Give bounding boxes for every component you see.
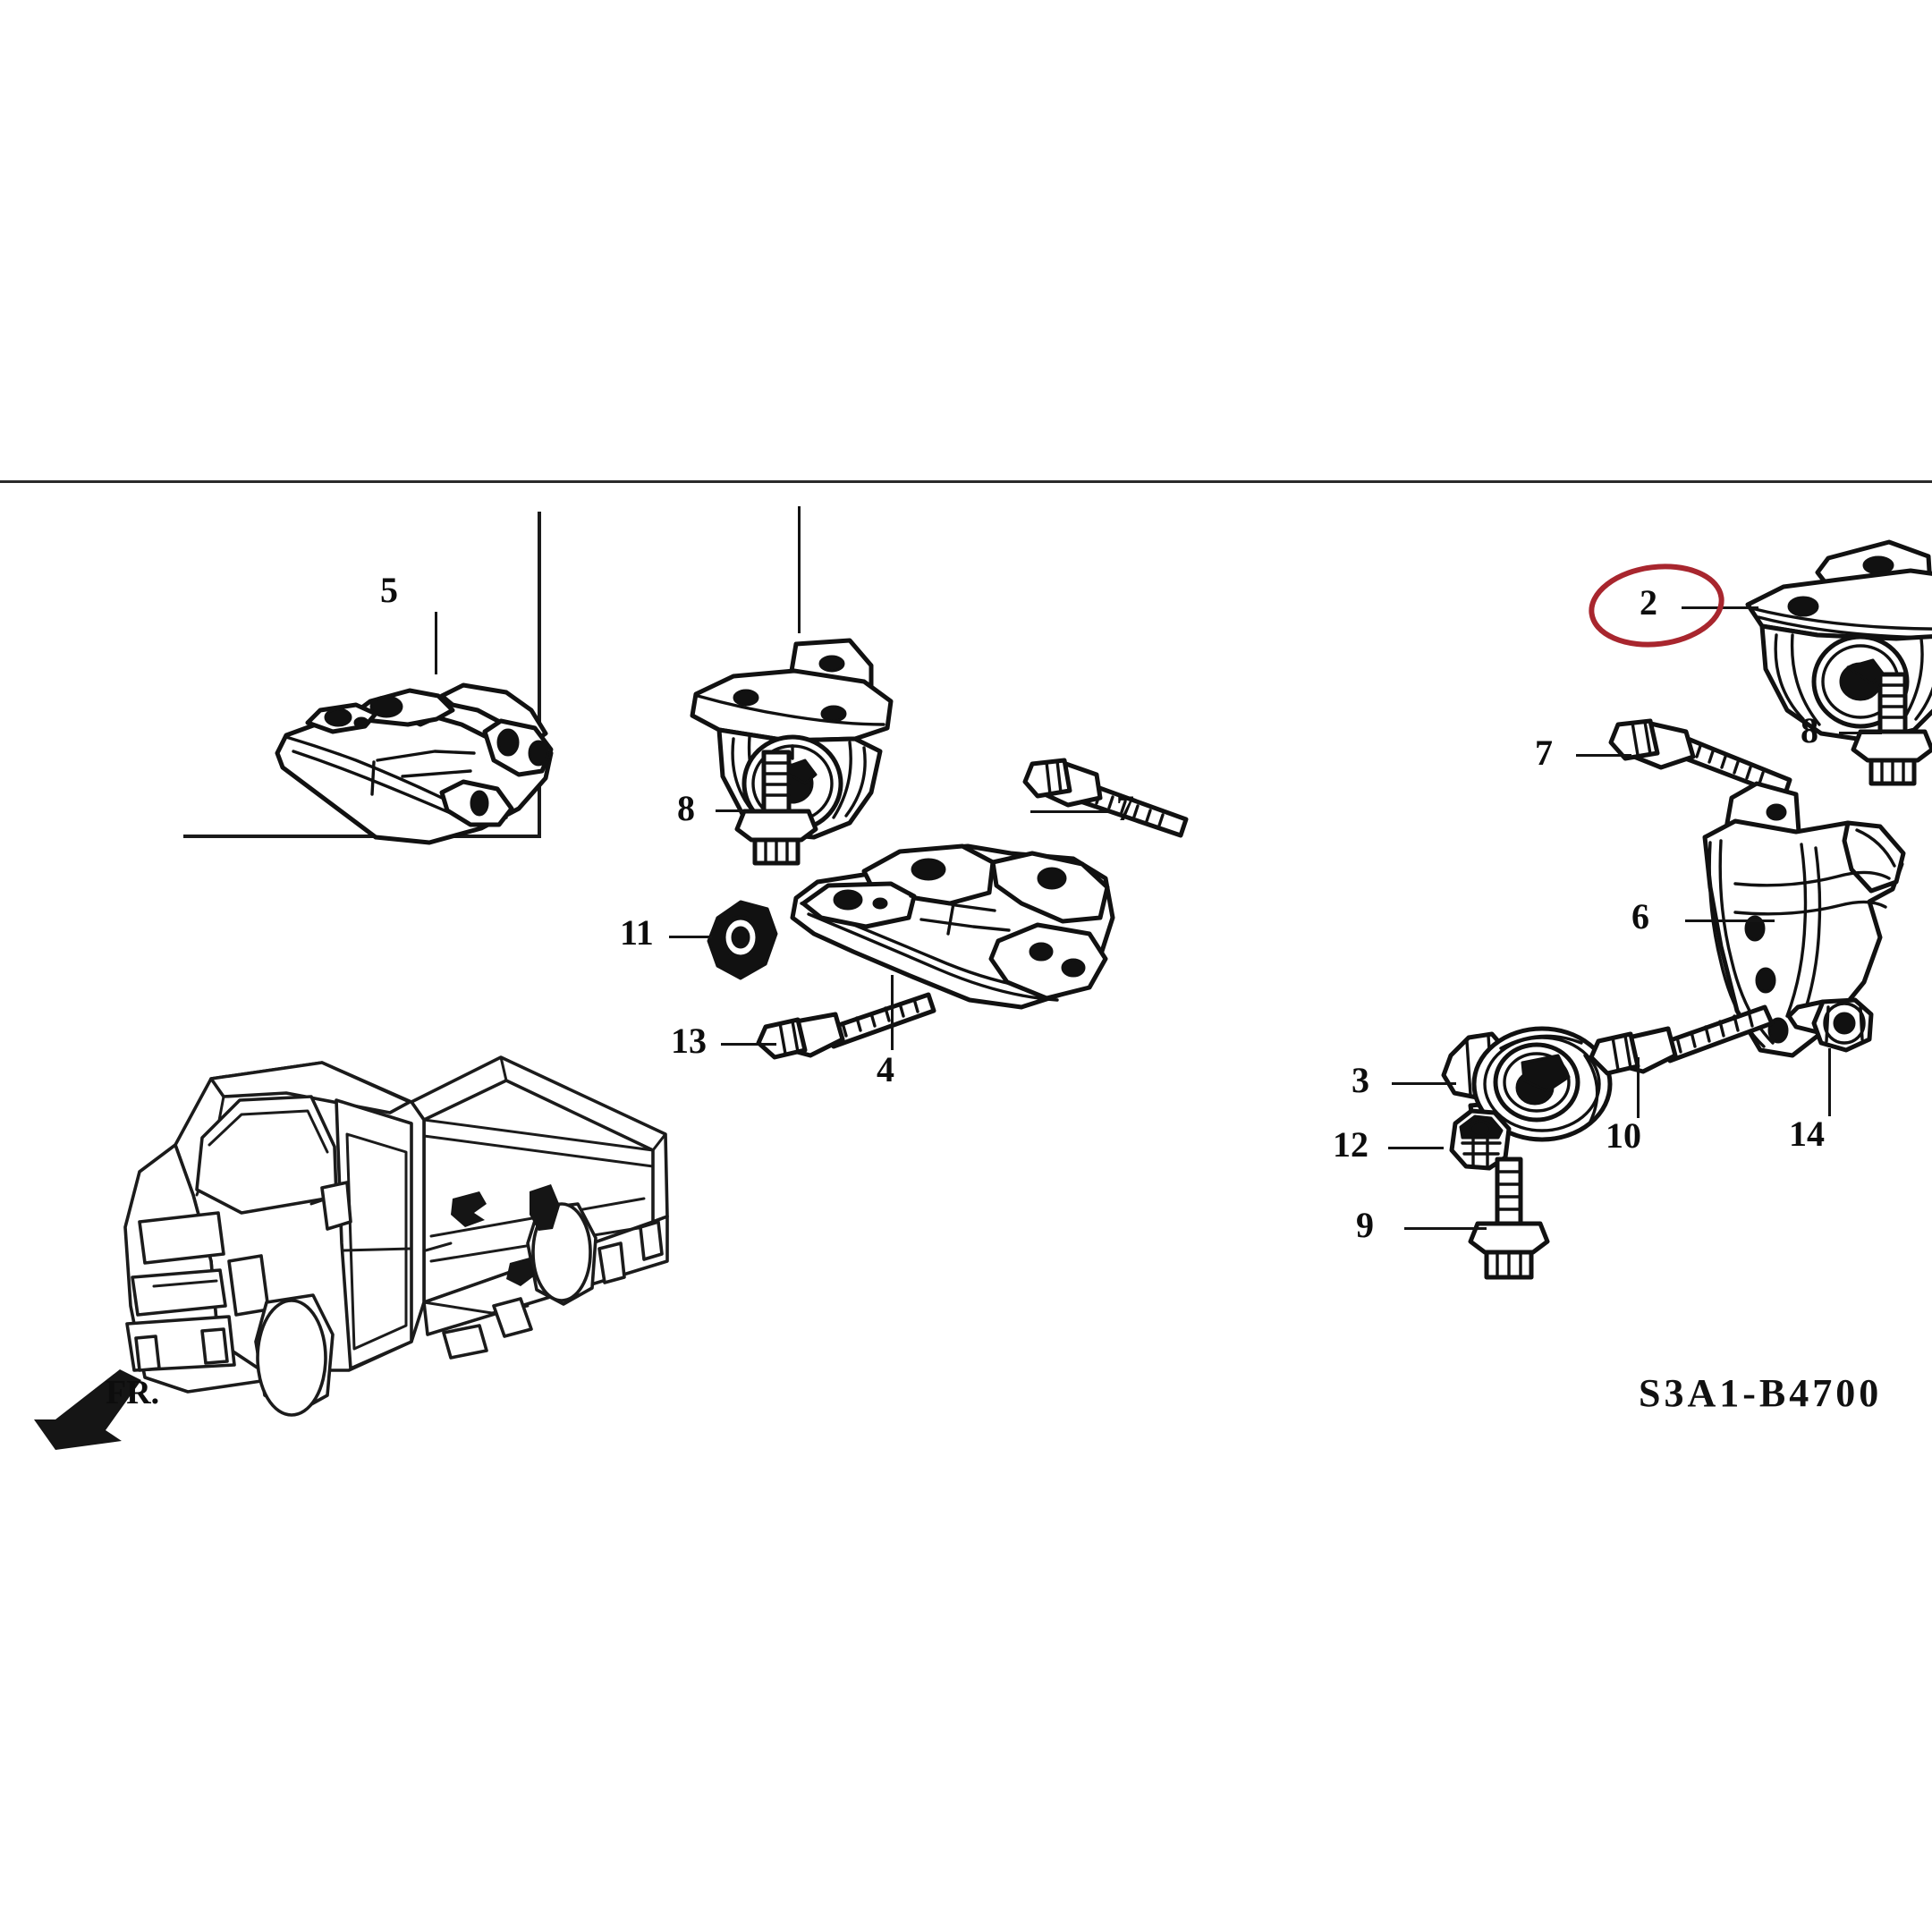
- callout-12-leader: [1388, 1147, 1444, 1149]
- callout-7-center-leader: [1030, 810, 1113, 813]
- callout-8-center-leader: [716, 809, 798, 812]
- diagram-code: S3A1-B4700: [1639, 1371, 1883, 1415]
- part-10-flange-bolt-long: [1589, 1004, 1775, 1076]
- callout-5-leader: [435, 612, 437, 674]
- callout-5: 5: [380, 570, 398, 610]
- callout-10-leader: [1637, 1057, 1640, 1118]
- callout-3-leader: [1392, 1082, 1456, 1085]
- vehicle-illustration: [123, 1055, 669, 1417]
- part-6-rear-mount-bracket: [1702, 781, 1906, 1058]
- callout-3: 3: [1352, 1060, 1369, 1100]
- front-direction-label: FR.: [106, 1374, 160, 1411]
- callout-10: 10: [1606, 1115, 1641, 1156]
- part-11-self-locking-nut: [707, 900, 778, 980]
- part-5-engine-mount-bracket: [275, 682, 554, 845]
- highlight-ellipse: [1589, 564, 1724, 648]
- part-12-self-locking-nut: [1449, 1108, 1512, 1171]
- callout-6: 6: [1631, 896, 1649, 936]
- part-4-transmission-mount-bracket: [790, 843, 1115, 1010]
- inset-frame-bottom-edge: [183, 835, 541, 838]
- part-8-flange-bolt-right: [1851, 672, 1932, 786]
- part-9-flange-bolt: [1468, 1157, 1550, 1280]
- part-8-flange-bolt-center: [734, 750, 818, 866]
- callout-2: 2: [1640, 582, 1657, 623]
- callout-13-leader: [721, 1043, 776, 1046]
- callout-14-leader: [1828, 1048, 1831, 1116]
- part-14-flange-bolt: [1786, 997, 1874, 1053]
- callout-11-leader: [669, 936, 712, 938]
- part-13-flange-bolt: [756, 992, 936, 1060]
- callout-4: 4: [877, 1049, 894, 1089]
- callout-13: 13: [671, 1021, 707, 1061]
- callout-7-center: 7: [1116, 788, 1134, 828]
- part-7-flange-bolt-long-center: [1022, 758, 1189, 838]
- part-3-rubber-mounting: [1441, 1026, 1613, 1142]
- callout-8-right-leader: [1839, 732, 1882, 734]
- callout-7-right: 7: [1535, 733, 1553, 773]
- callout-4-leader: [891, 975, 894, 1050]
- center-mount-top-leader: [798, 506, 801, 633]
- header-divider: [0, 480, 1932, 483]
- callout-6-leader: [1685, 919, 1775, 922]
- callout-8-right: 8: [1801, 710, 1818, 750]
- front-direction-arrow: [34, 1369, 141, 1450]
- callout-8-center: 8: [677, 788, 695, 828]
- callout-14: 14: [1789, 1114, 1825, 1154]
- callout-9-leader: [1404, 1227, 1487, 1230]
- callout-7-right-leader: [1576, 754, 1631, 757]
- callout-11: 11: [620, 912, 654, 953]
- callout-12: 12: [1333, 1124, 1368, 1165]
- inset-frame-right-edge: [538, 512, 541, 838]
- callout-9: 9: [1356, 1205, 1374, 1245]
